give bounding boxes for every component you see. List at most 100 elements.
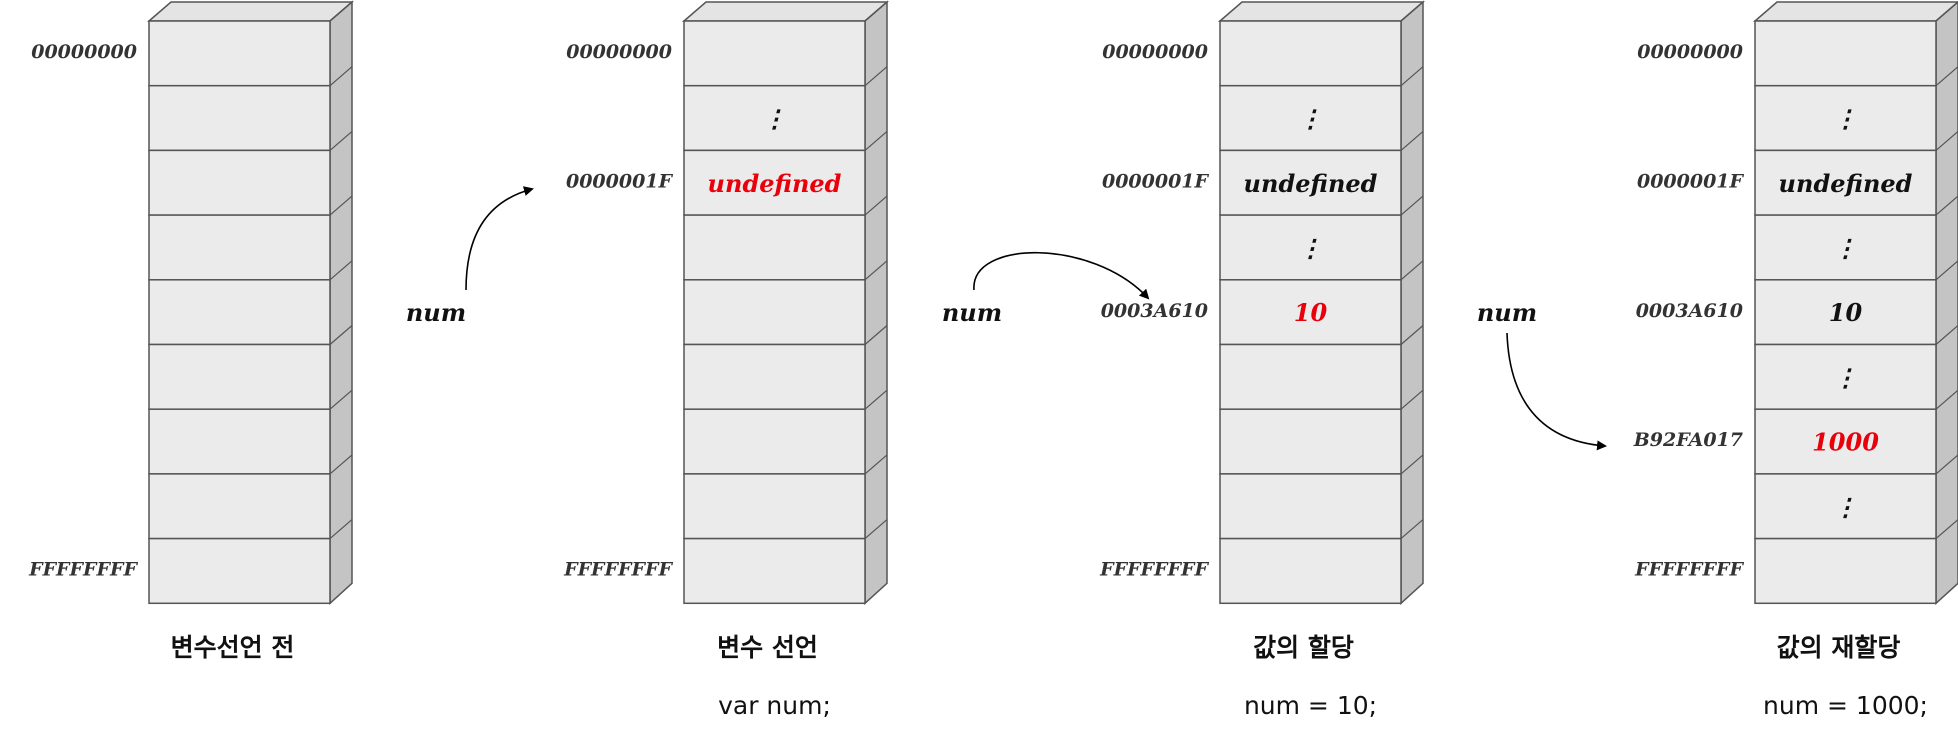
- memory-cell-box: [1219, 214, 1402, 281]
- side-divider: [1935, 66, 1958, 87]
- memory-cell: undefined 0000001F: [566, 130, 888, 216]
- cell-value: undefined: [1244, 169, 1378, 198]
- side-divider: [1400, 130, 1424, 151]
- memory-cell: [148, 195, 353, 281]
- variable-name-label: num: [1477, 298, 1537, 327]
- memory-cell: FFFFFFFF: [28, 519, 353, 605]
- column-top-face: [1752, 1, 1958, 22]
- memory-cell-box: [148, 473, 331, 540]
- memory-cell: [148, 66, 353, 152]
- ellipsis-icon: ⋮: [1834, 492, 1858, 521]
- memory-cell-box: [1754, 537, 1937, 605]
- side-divider: [329, 130, 353, 151]
- memory-cell-box: [683, 537, 866, 605]
- side-divider: [864, 195, 888, 216]
- column-side-face: [1935, 1, 1958, 605]
- memory-cell: [683, 325, 888, 410]
- memory-cell: FFFFFFFF: [1634, 519, 1958, 605]
- side-divider: [864, 454, 888, 475]
- memory-address-label: FFFFFFFF: [1634, 559, 1744, 581]
- memory-cell: [1219, 389, 1424, 475]
- memory-cell-box: [683, 408, 866, 475]
- memory-cell-box: [683, 343, 866, 410]
- memory-cell-box: [148, 408, 331, 475]
- side-divider: [1935, 130, 1958, 151]
- ellipsis-icon: ⋮: [763, 104, 787, 133]
- ellipsis-icon: ⋮: [1834, 104, 1858, 133]
- memory-cell: undefined 0000001F: [1102, 130, 1424, 216]
- ellipsis-icon: ⋮: [1299, 104, 1323, 133]
- memory-cell-box: [1754, 20, 1937, 87]
- memory-cell: [683, 260, 888, 346]
- memory-address-label: 0003A610: [1101, 300, 1208, 322]
- side-divider: [1400, 389, 1424, 410]
- memory-address-label: 0000001F: [1102, 170, 1210, 192]
- side-divider: [1935, 260, 1958, 281]
- memory-address-label: 00000000: [31, 41, 137, 63]
- memory-address-label: 0003A610: [1636, 300, 1743, 322]
- memory-cell-box: [683, 473, 866, 540]
- side-divider: [1935, 389, 1958, 410]
- side-divider: [329, 66, 353, 87]
- memory-cell: [148, 130, 353, 216]
- side-divider: [864, 66, 888, 87]
- memory-cell: 00000000: [31, 20, 331, 87]
- memory-cell: [683, 389, 888, 475]
- memory-cell: [148, 325, 353, 410]
- code-statement: num = 10;: [1244, 691, 1377, 720]
- column-top-face: [146, 1, 355, 22]
- memory-cell-box: [683, 84, 866, 152]
- memory-address-label: 0000001F: [1637, 170, 1745, 192]
- side-divider: [329, 519, 353, 540]
- cell-value: 10: [1829, 298, 1863, 327]
- side-divider: [329, 260, 353, 281]
- memory-cell: [148, 454, 353, 540]
- cell-value: undefined: [1779, 169, 1913, 198]
- memory-cell: [148, 389, 353, 475]
- pointer-arrow: [973, 251, 1150, 300]
- pointer-arrow: [465, 186, 534, 291]
- side-divider: [1400, 519, 1424, 540]
- side-divider: [329, 325, 353, 345]
- memory-cell: ⋮: [1219, 66, 1424, 152]
- memory-cell: 10 0003A610: [1636, 260, 1958, 346]
- side-divider: [864, 519, 888, 540]
- side-divider: [1935, 519, 1958, 540]
- memory-cell: ⋮: [1754, 454, 1958, 540]
- ellipsis-icon: ⋮: [1834, 363, 1858, 392]
- memory-cell-box: [1219, 279, 1402, 346]
- memory-cell: [683, 454, 888, 540]
- side-divider: [329, 389, 353, 410]
- memory-cell-box: [683, 149, 866, 216]
- cell-value: undefined: [708, 169, 842, 198]
- side-divider: [864, 260, 888, 281]
- memory-cell-box: [148, 537, 331, 605]
- memory-address-label: 00000000: [566, 41, 672, 63]
- memory-panel-4: 00000000 ⋮ undefined 0000001F ⋮ 10 0003A610 ⋮ 10…: [1477, 1, 1958, 720]
- code-statement: num = 1000;: [1763, 691, 1928, 720]
- memory-cell: undefined 0000001F: [1637, 130, 1958, 216]
- side-divider: [1400, 260, 1424, 281]
- memory-address-label: 00000000: [1637, 41, 1743, 63]
- side-divider: [1400, 325, 1424, 345]
- memory-cell-box: [1754, 214, 1937, 281]
- memory-cell-box: [148, 343, 331, 410]
- side-divider: [329, 454, 353, 475]
- side-divider: [864, 389, 888, 410]
- memory-cell: ⋮: [1219, 195, 1424, 281]
- memory-panel-3: 00000000⋮undefined0000001F⋮100003A610FFF…: [942, 0, 1426, 720]
- panel-title: 변수선언 전: [171, 633, 295, 662]
- memory-address-label: 0000001F: [566, 170, 674, 192]
- column-side-face: [1400, 0, 1424, 605]
- column-top-face: [1217, 1, 1426, 22]
- memory-cell-box: [683, 214, 866, 281]
- memory-cell-box: [148, 149, 331, 216]
- column-side-face: [864, 0, 888, 605]
- column-top-face: [681, 1, 890, 22]
- memory-address-label: 00000000: [1102, 41, 1208, 63]
- ellipsis-icon: ⋮: [1299, 233, 1323, 262]
- side-divider: [1935, 195, 1958, 216]
- memory-cell-box: [148, 279, 331, 346]
